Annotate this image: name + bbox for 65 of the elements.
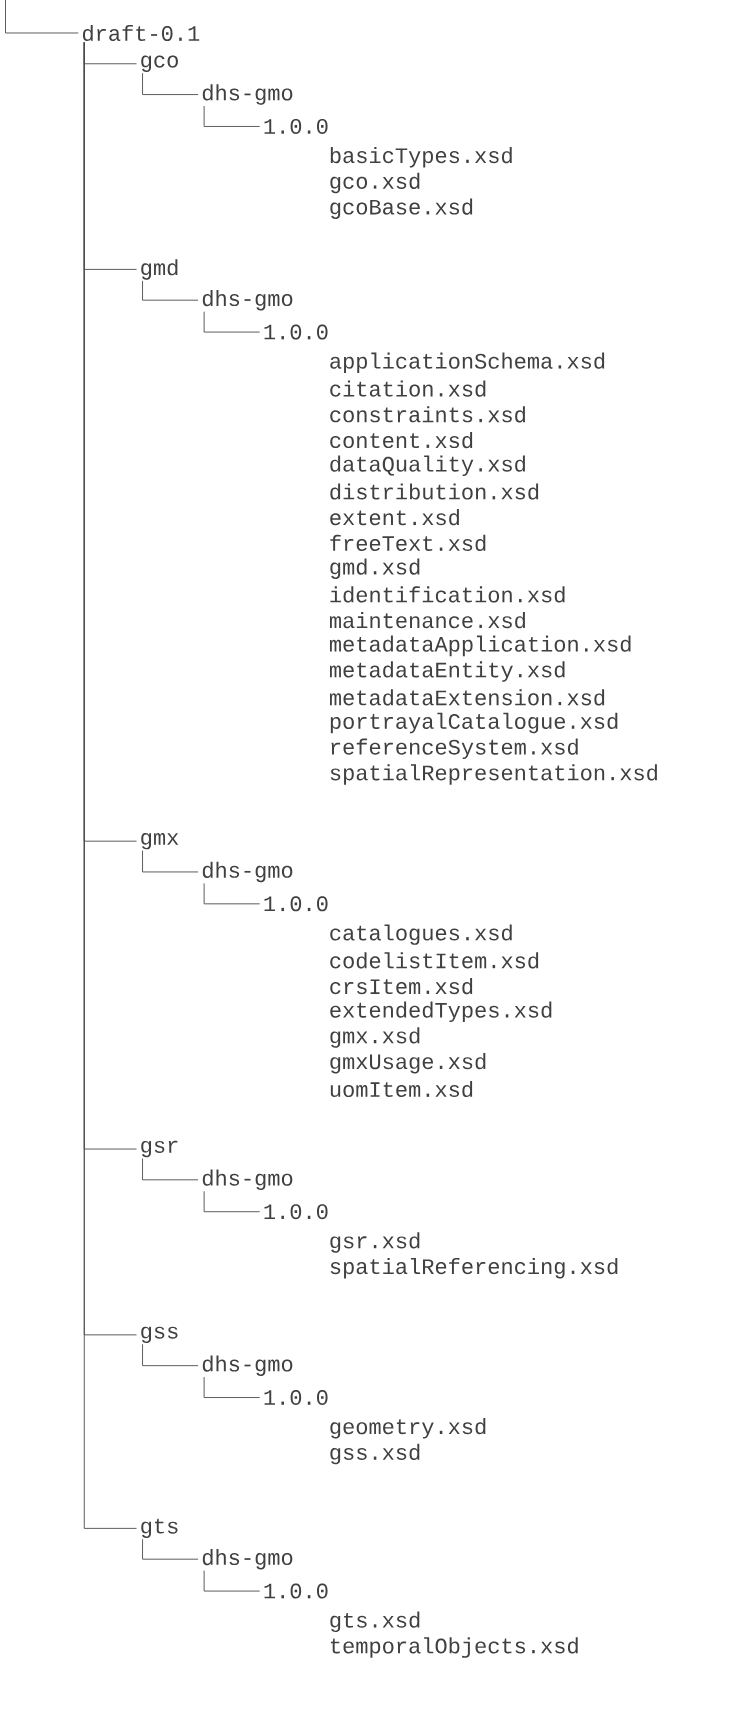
folder-name: gmx <box>141 832 179 850</box>
file-name: gsr.xsd <box>330 1232 420 1253</box>
file-name: uomItem.xsd <box>330 1080 473 1098</box>
file-name: extendedTypes.xsd <box>330 1001 552 1023</box>
file-name: dataQuality.xsd <box>330 455 525 477</box>
file-name: crsItem.xsd <box>330 977 473 995</box>
folder-name: 1.0.0 <box>264 1204 328 1220</box>
file-name: maintenance.xsd <box>329 612 525 629</box>
tree-connector <box>203 882 261 905</box>
file-name: catalogues.xsd <box>330 924 512 945</box>
file-name: citation.xsd <box>330 380 486 397</box>
file-name: extent.xsd <box>330 509 459 526</box>
file-name: metadataEntity.xsd <box>329 661 565 682</box>
tree-connector <box>142 72 199 95</box>
folder-name: 1.0.0 <box>264 119 328 134</box>
file-name: gss.xsd <box>330 1443 420 1465</box>
folder-name: dhs-gmo <box>202 84 293 105</box>
folder-name: gss <box>141 1326 178 1344</box>
folder-name: dhs-gmo <box>202 1548 293 1570</box>
tree-connector <box>203 311 261 333</box>
file-name: spatialRepresentation.xsd <box>330 764 657 785</box>
folder-name: gco <box>141 55 178 72</box>
file-name: temporalObjects.xsd <box>330 1637 578 1658</box>
folder-name: draft-0.1 <box>82 24 200 42</box>
folder-name: 1.0.0 <box>264 1583 328 1599</box>
folder-name: dhs-gmo <box>202 289 293 311</box>
file-name: freeText.xsd <box>330 534 486 552</box>
file-name: constraints.xsd <box>330 406 525 423</box>
tree-connector <box>142 280 199 301</box>
file-name: content.xsd <box>330 431 473 449</box>
file-name: gts.xsd <box>330 1611 420 1633</box>
file-name: gmxUsage.xsd <box>330 1053 486 1074</box>
tree-connector <box>203 1376 261 1398</box>
folder-name: dhs-gmo <box>202 861 293 883</box>
file-name: metadataExtension.xsd <box>329 689 605 706</box>
file-name: codelistItem.xsd <box>330 952 539 969</box>
folder-name: 1.0.0 <box>264 896 328 912</box>
file-name: distribution.xsd <box>330 483 539 500</box>
tree-connector <box>142 1158 199 1181</box>
file-name: gco.xsd <box>330 172 420 194</box>
file-name: basicTypes.xsd <box>330 147 512 168</box>
folder-name: gsr <box>141 1140 178 1158</box>
file-name: portrayalCatalogue.xsd <box>330 712 618 734</box>
file-name: identification.xsd <box>330 586 565 603</box>
folder-name: 1.0.0 <box>264 1390 328 1405</box>
file-name: geometry.xsd <box>330 1418 486 1439</box>
file-name: spatialReferencing.xsd <box>330 1257 618 1279</box>
folder-name: 1.0.0 <box>264 324 328 340</box>
file-name: gmx.xsd <box>330 1027 420 1048</box>
tree-connector <box>203 105 261 127</box>
folder-name: dhs-gmo <box>202 1169 293 1191</box>
tree-connector <box>142 850 199 873</box>
tree-connector <box>203 1190 261 1213</box>
file-name: referenceSystem.xsd <box>331 738 578 760</box>
tree-connector <box>142 1538 199 1560</box>
file-name: applicationSchema.xsd <box>330 352 605 374</box>
file-name: gmd.xsd <box>330 558 420 579</box>
folder-name: dhs-gmo <box>202 1355 293 1376</box>
tree-connector <box>142 1343 199 1367</box>
tree-connector <box>203 1570 261 1592</box>
file-name: gcoBase.xsd <box>330 198 473 219</box>
folder-name: gts <box>141 1518 178 1538</box>
tree-connector <box>5 0 79 34</box>
file-name: metadataApplication.xsd <box>329 635 631 657</box>
folder-name: gmd <box>141 259 178 280</box>
